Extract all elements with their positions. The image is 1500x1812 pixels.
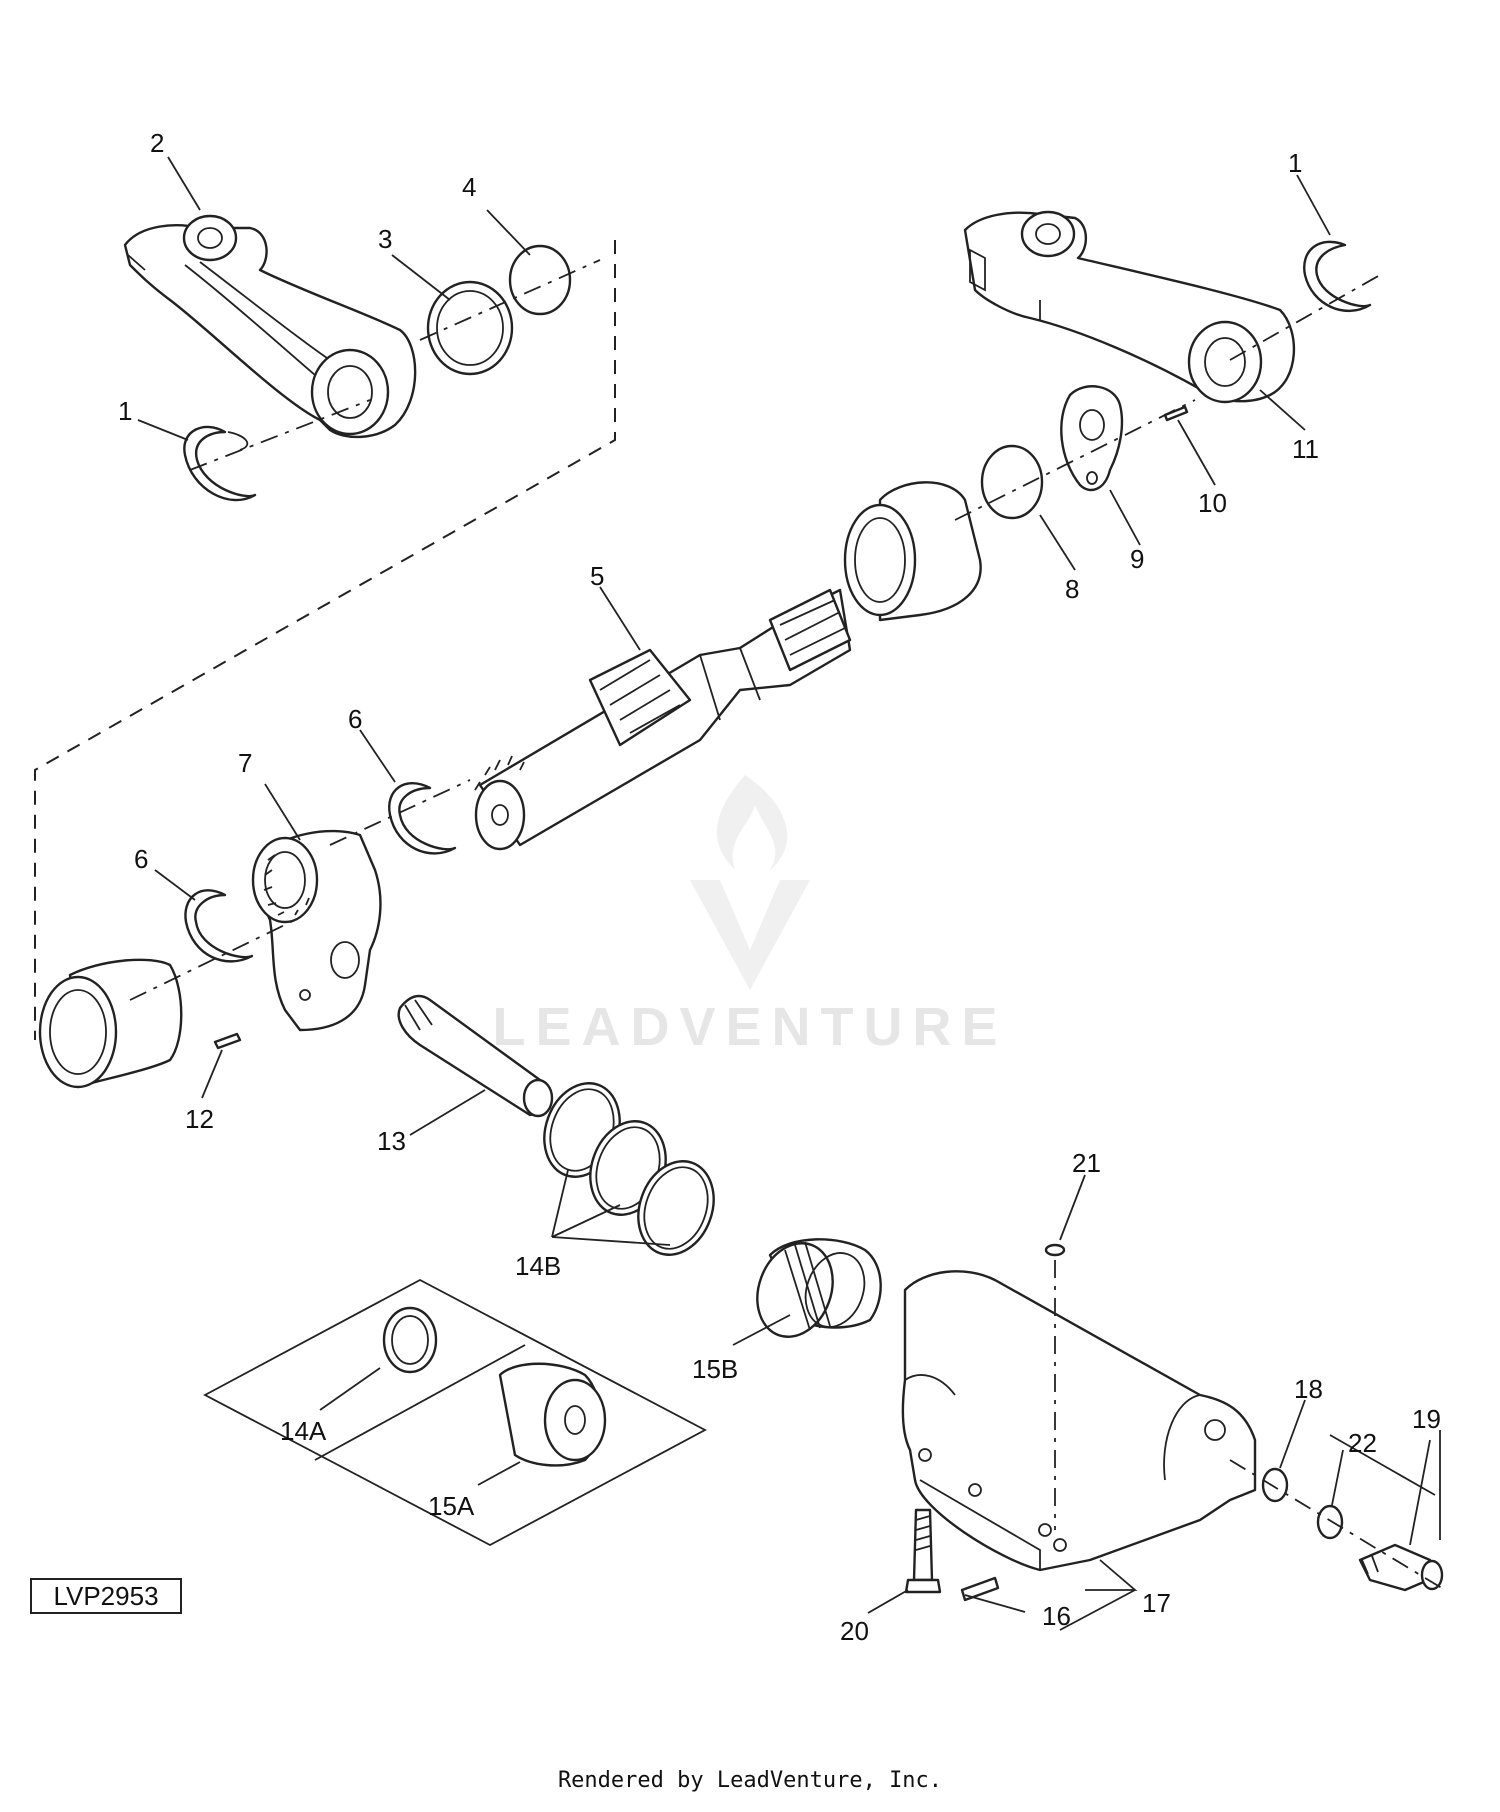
thrust-washer — [426, 280, 514, 376]
callout-13: 13 — [377, 1126, 406, 1156]
callout-7: 7 — [238, 748, 252, 778]
reference-code-box: LVP2953 — [30, 1578, 182, 1614]
left-lift-arm — [123, 214, 417, 439]
bushing-left — [38, 958, 183, 1089]
axis-line-lower-right — [1229, 1459, 1446, 1591]
callout-4: 4 — [462, 172, 476, 202]
callout-6-lower: 6 — [134, 844, 148, 874]
hydraulic-fitting — [1358, 1543, 1444, 1592]
callout-18: 18 — [1294, 1374, 1323, 1404]
leader-lines — [137, 156, 1441, 1631]
watermark-text: LEADVENTURE — [492, 997, 1007, 1057]
callout-5: 5 — [590, 561, 604, 591]
callout-17: 17 — [1142, 1588, 1171, 1618]
piston-rings — [543, 1082, 715, 1256]
right-retaining-ring — [1303, 240, 1372, 313]
set-screw — [960, 1576, 1000, 1602]
callout-6-upper: 6 — [348, 704, 362, 734]
callout-16: 16 — [1042, 1601, 1071, 1631]
callout-19: 19 — [1412, 1404, 1441, 1434]
footer-credit: Rendered by LeadVenture, Inc. — [557, 1768, 943, 1793]
flame-v-logo-icon — [690, 775, 810, 990]
callout-1-right: 1 — [1288, 148, 1302, 178]
snap-ring-lower — [184, 889, 254, 963]
kit-panel — [203, 1278, 707, 1547]
seal-disc — [508, 244, 572, 316]
o-ring-22 — [1316, 1504, 1344, 1540]
callout-15b: 15B — [692, 1354, 738, 1384]
mounting-plate — [1060, 385, 1124, 492]
callout-9: 9 — [1130, 544, 1144, 574]
callout-14b: 14B — [515, 1251, 561, 1281]
piston-15b — [756, 1238, 882, 1338]
axis-line-upper-left — [189, 259, 601, 471]
callout-2: 2 — [150, 128, 164, 158]
assembly-boundary-dashed — [34, 240, 616, 1040]
splined-shaft — [474, 588, 852, 851]
callout-15a: 15A — [428, 1491, 475, 1521]
cylinder-housing — [901, 1270, 1257, 1572]
axis-line-lower-left — [129, 779, 471, 1001]
axis-line-upper-right — [954, 274, 1381, 521]
right-lift-arm — [963, 210, 1296, 404]
callout-22: 22 — [1348, 1428, 1377, 1458]
callout-21: 21 — [1072, 1148, 1101, 1178]
cap-screw — [904, 1508, 942, 1594]
snap-ring-upper — [388, 782, 457, 855]
roll-pin-upper — [1163, 405, 1189, 422]
callout-20: 20 — [840, 1616, 869, 1646]
piston-rod — [397, 994, 554, 1118]
callout-11: 11 — [1292, 434, 1319, 464]
bushing-right — [843, 481, 982, 622]
callout-14a: 14A — [280, 1416, 327, 1446]
callout-1-left: 1 — [118, 396, 132, 426]
o-ring-18 — [1261, 1467, 1289, 1503]
rockshaft-arm — [251, 829, 382, 1032]
callout-12: 12 — [185, 1104, 214, 1134]
roll-pin-lower — [213, 1032, 242, 1050]
plug-21 — [1044, 1243, 1066, 1257]
callout-8: 8 — [1065, 574, 1079, 604]
callout-3: 3 — [378, 224, 392, 254]
callout-10: 10 — [1198, 488, 1227, 518]
